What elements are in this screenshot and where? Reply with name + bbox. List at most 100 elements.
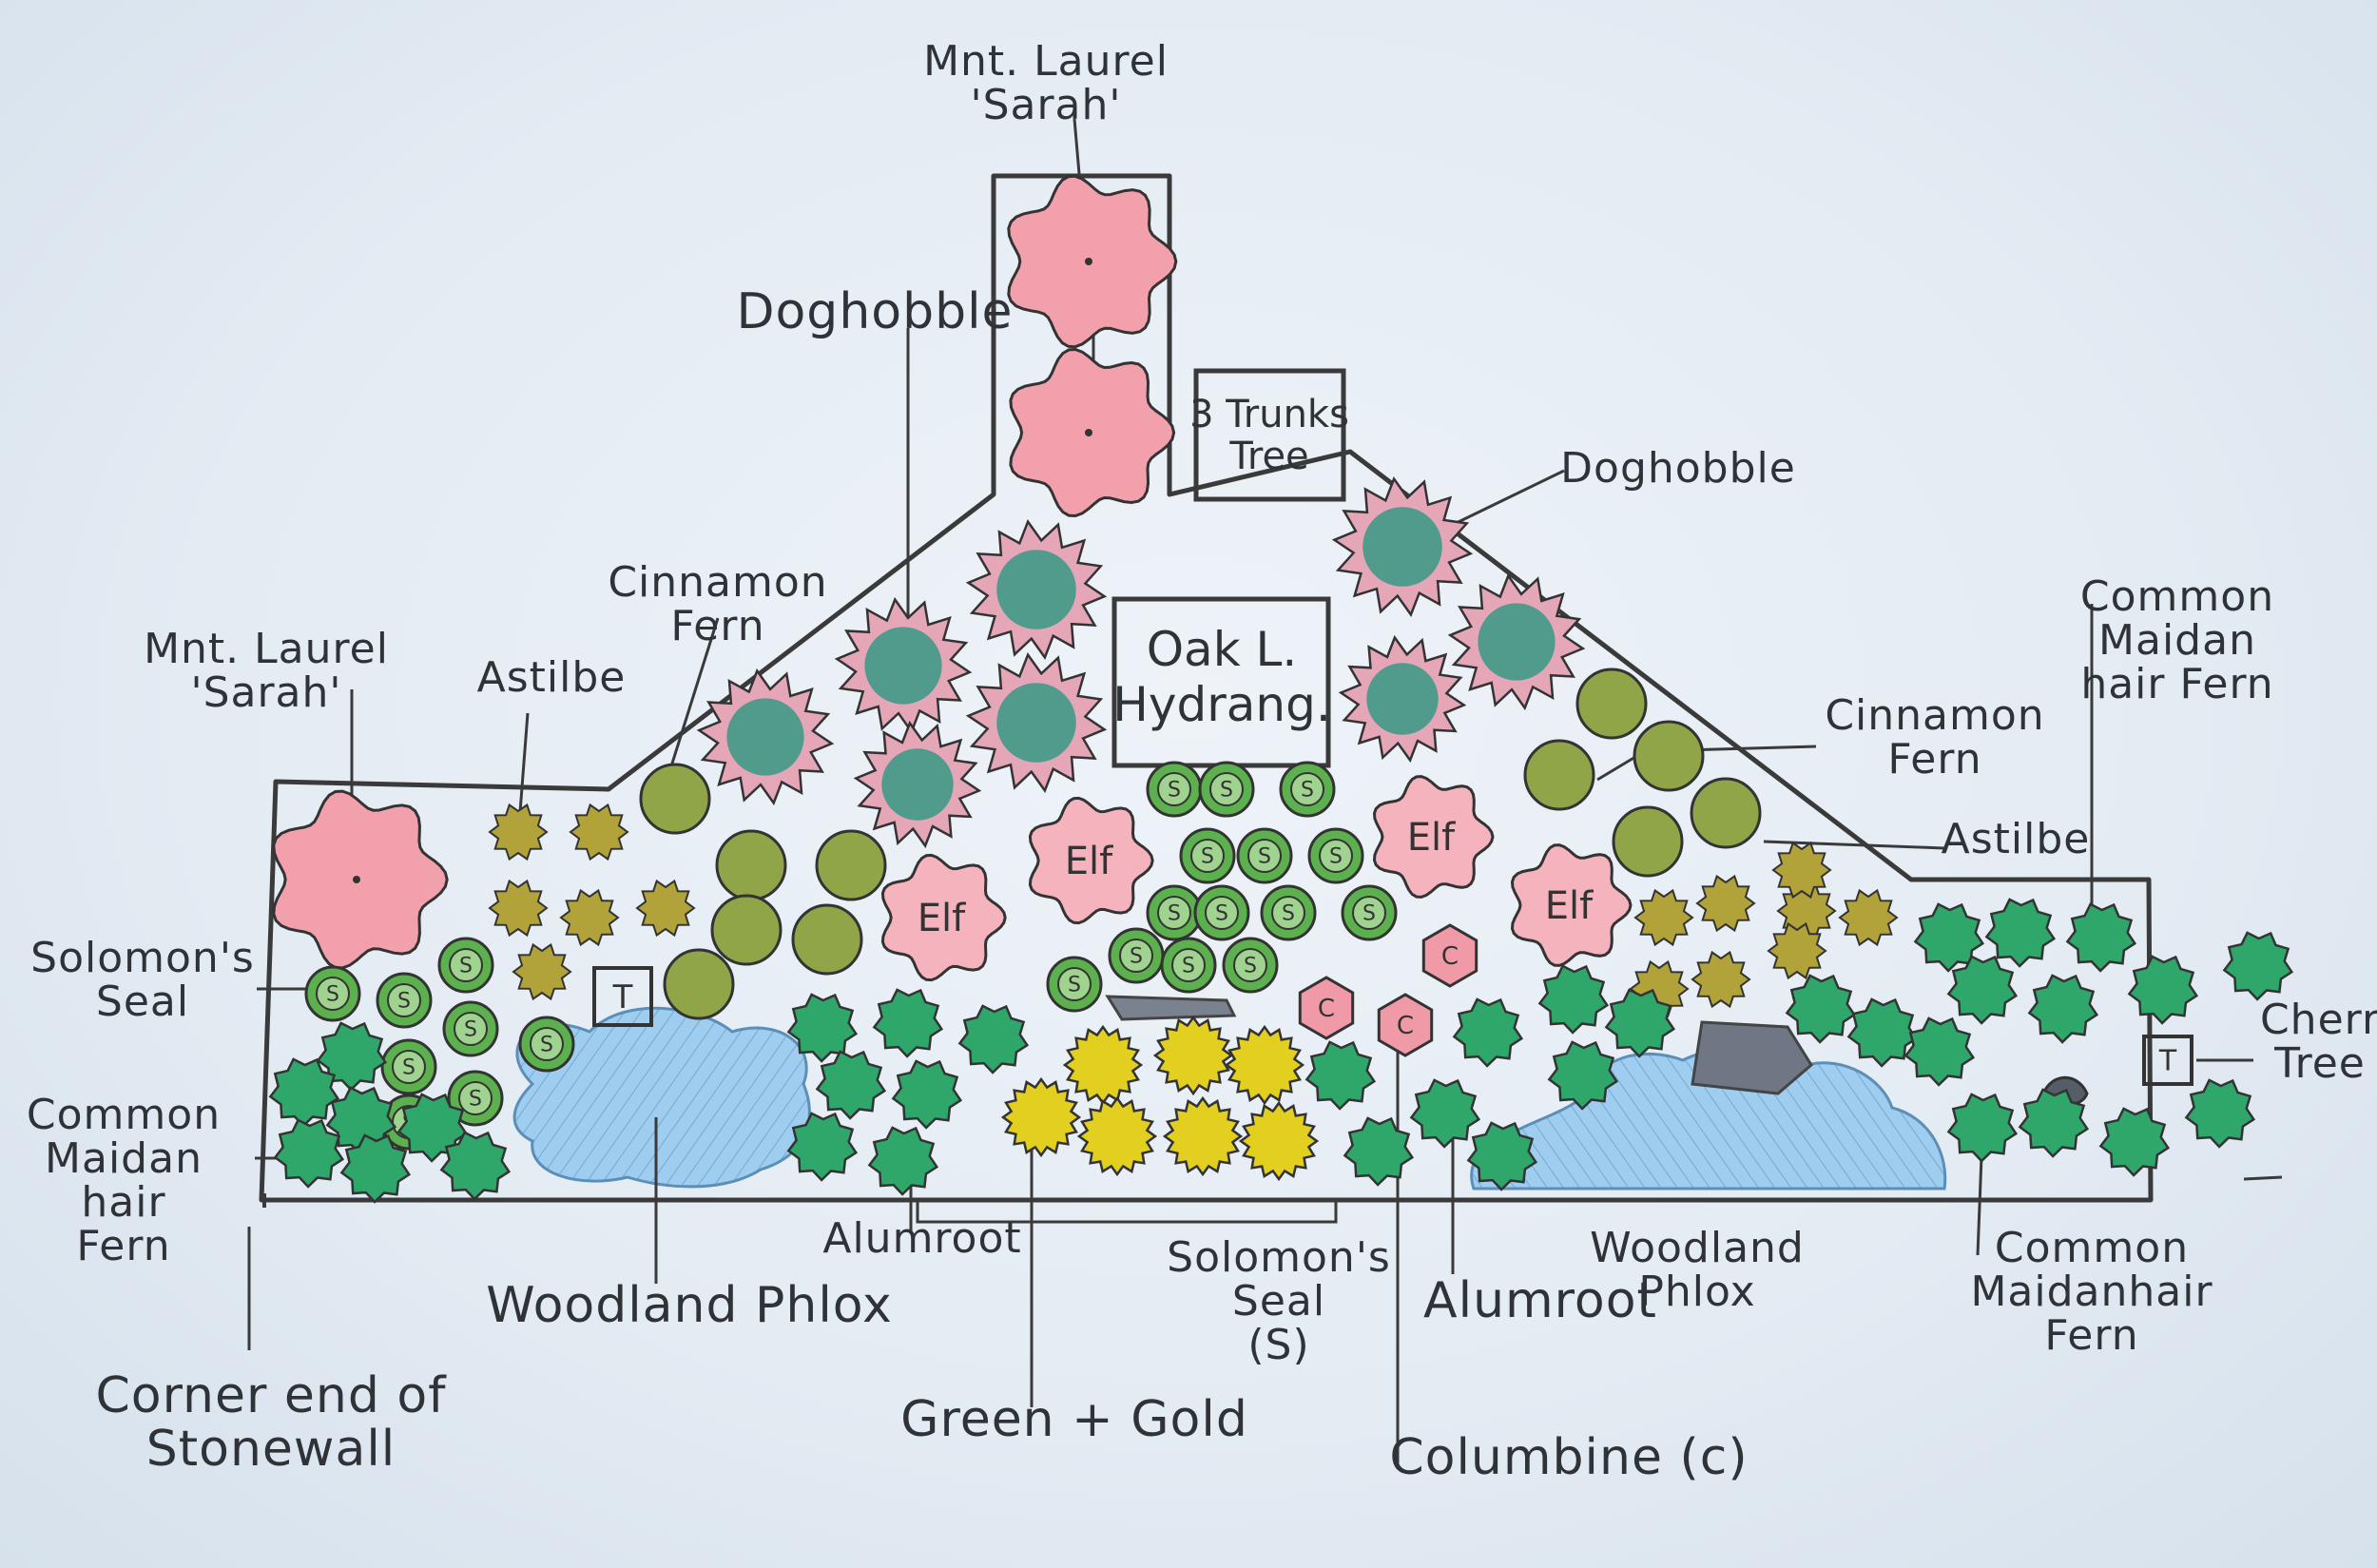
solomons-seal-mark: S: [1329, 845, 1343, 869]
maidenhair-fern: [1846, 997, 1919, 1068]
cinnamon-fern: [815, 829, 887, 901]
solomons-seal-inner: [1319, 839, 1353, 873]
maidenhair-fern: [339, 1133, 412, 1204]
tree-marker-right-mark: T: [2158, 1045, 2177, 1078]
label-three-trunks-tree: 3 Trunks Tree: [1189, 393, 1349, 478]
green-and-gold: [1238, 1100, 1320, 1182]
solomons-seal-mark: S: [1201, 845, 1214, 869]
label-woodland-phlox-right: Woodland Phlox: [1590, 1224, 1805, 1316]
maidenhair-fern: [1946, 1093, 2019, 1163]
maidenhair-fern: [1604, 988, 1676, 1058]
elf-hydrangea-mark: Elf: [1545, 884, 1594, 928]
elf-hydrangea: [1510, 843, 1633, 967]
maidenhair-fern: [1409, 1078, 1481, 1149]
solomons-seal-mark: S: [1215, 902, 1228, 926]
rock-right: [1691, 1020, 1813, 1095]
label-mnt-laurel-top: Mnt. Laurel 'Sarah': [923, 37, 1169, 129]
doghobble-shrub-core: [1362, 507, 1442, 587]
solomons-seal-inner: [1352, 896, 1386, 930]
maidenhair-fern: [2018, 1088, 2090, 1158]
garden-bed-outline: [259, 173, 2154, 1203]
green-and-gold: [1062, 1024, 1144, 1106]
elf-hydrangea-mark: Elf: [1065, 840, 1113, 883]
label-solomons-seal-bottom: Solomon's Seal (S): [1167, 1233, 1391, 1369]
solomons-seal-mark: S: [1362, 902, 1376, 926]
maidenhair-fern: [2127, 955, 2199, 1025]
label-corner-stonewall: Corner end of Stonewall: [95, 1367, 447, 1478]
maidenhair-fern: [1904, 1016, 1976, 1087]
solomons-seal-mark: S: [459, 955, 473, 978]
label-solomons-seal-left: Solomon's Seal: [30, 934, 255, 1026]
maidenhair-fern: [2184, 1078, 2256, 1149]
maidenhair-fern: [2065, 902, 2137, 973]
solomons-seal-mark: S: [540, 1034, 553, 1057]
doghobble-shrub-core: [881, 748, 954, 821]
solomons-seal-mark: S: [469, 1088, 482, 1112]
solomons-seal-inner: [1209, 772, 1244, 806]
mountain-laurel-left-center-dot: [353, 876, 360, 883]
maidenhair-fern: [396, 1093, 469, 1163]
maidenhair-fern: [1343, 1116, 1415, 1187]
solomons-seal-mark: S: [1182, 955, 1195, 978]
maidenhair-fern: [273, 1118, 345, 1189]
solomons-seal-mark: S: [397, 990, 411, 1014]
label-alumroot-left: Alumroot: [822, 1214, 1022, 1263]
label-doghobble-right: Doghobble: [1560, 444, 1796, 493]
maidenhair-fern: [1984, 898, 2057, 968]
elf-hydrangea: [1372, 775, 1495, 899]
doghobble-shrub-core: [726, 698, 804, 776]
maidenhair-fern: [1452, 997, 1524, 1068]
astilbe: [635, 879, 696, 938]
elf-hydrangea-mark: Elf: [918, 897, 966, 940]
solomons-seal-inner: [316, 977, 350, 1011]
astilbe: [1771, 841, 1832, 900]
solomons-seal-inner: [392, 1050, 426, 1084]
solomons-seal-mark: S: [1301, 779, 1314, 803]
solomons-seal-inner: [1157, 896, 1191, 930]
label-astilbe-left: Astilbe: [476, 653, 627, 702]
green-and-gold: [1000, 1076, 1082, 1158]
cinnamon-fern: [791, 903, 863, 976]
solomons-seal-mark: S: [1130, 945, 1143, 969]
astilbe: [1695, 874, 1756, 933]
maidenhair-fern: [1547, 1040, 1619, 1111]
astilbe: [488, 803, 549, 861]
elf-hydrangea: [880, 853, 1007, 982]
solomons-seal-inner: [1057, 967, 1092, 1001]
maidenhair-fern: [786, 1112, 859, 1182]
label-alumroot-right: Alumroot: [1423, 1272, 1657, 1329]
cinnamon-fern: [710, 894, 783, 966]
maidenhair-fern: [268, 1057, 340, 1128]
cinnamon-fern: [1690, 777, 1762, 849]
maidenhair-fern: [957, 1004, 1030, 1074]
maidenhair-fern: [815, 1050, 887, 1120]
mountain-laurel-top-1-center-dot: [1085, 258, 1092, 265]
maidenhair-fern: [439, 1131, 512, 1201]
solomons-seal-inner: [530, 1027, 564, 1061]
maidenhair-fern: [1785, 974, 1857, 1044]
cinnamon-fern: [1633, 720, 1705, 792]
label-oak-leaf-hydrangea: Oak L. Hydrang.: [1112, 622, 1331, 732]
elf-hydrangea: [1028, 796, 1154, 925]
label-columbine: Columbine (c): [1389, 1429, 1749, 1486]
solomons-seal-inner: [449, 948, 483, 982]
solomons-seal-mark: S: [1244, 955, 1257, 978]
astilbe: [559, 888, 620, 947]
astilbe: [1767, 921, 1827, 980]
solomons-seal-mark: S: [1068, 974, 1081, 997]
maidenhair-fern: [1304, 1040, 1377, 1111]
solomons-seal-inner: [1157, 772, 1191, 806]
solomons-seal-mark: S: [1258, 845, 1271, 869]
maidenhair-fern: [872, 988, 944, 1058]
columbine-mark: C: [1441, 942, 1459, 971]
solomons-seal-mark: S: [1220, 779, 1233, 803]
maidenhair-fern: [2098, 1107, 2171, 1177]
solomons-seal-bracket: [916, 1200, 1338, 1224]
label-common-maidenhair-bottom-right: Common Maidanhair Fern: [1970, 1224, 2213, 1360]
rock-center: [1105, 995, 1237, 1021]
maidenhair-fern: [2027, 974, 2099, 1044]
solomons-seal-mark: S: [1282, 902, 1295, 926]
cinnamon-fern: [715, 829, 787, 901]
solomons-seal-mark: S: [464, 1018, 477, 1042]
